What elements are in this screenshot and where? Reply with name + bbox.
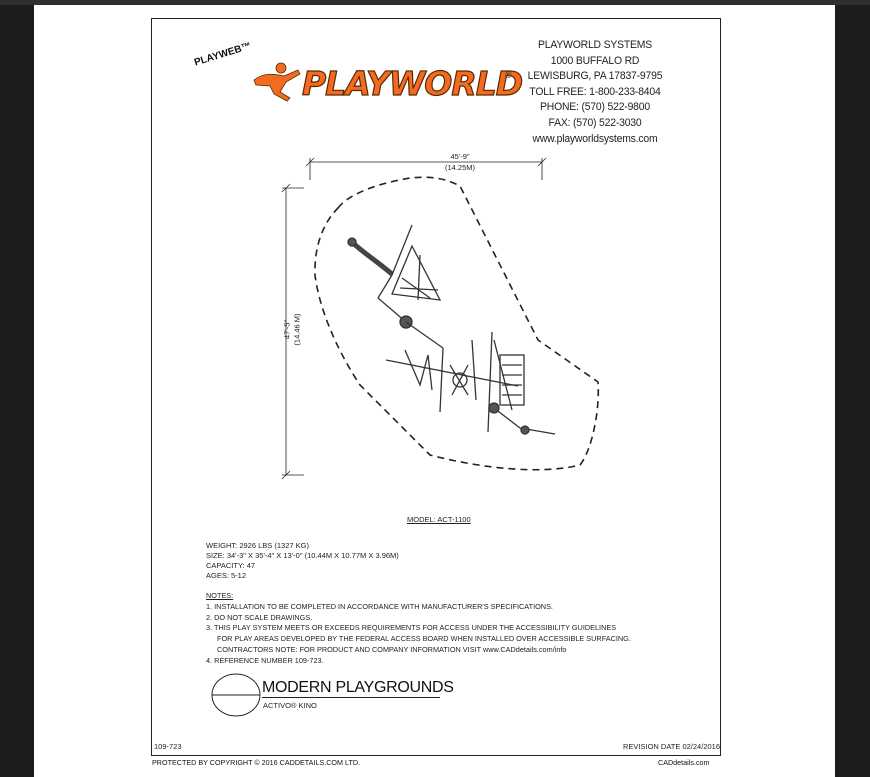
- use-zone-boundary: [314, 176, 600, 471]
- copyright-notice: PROTECTED BY COPYRIGHT © 2016 CADDETAILS…: [152, 758, 361, 767]
- notes-heading: NOTES:: [206, 591, 234, 600]
- drawing-sheet: [34, 5, 835, 777]
- width-dimension-line: [305, 157, 547, 180]
- note-4: 4. REFERENCE NUMBER 109-723.: [206, 655, 324, 665]
- note-1: 1. INSTALLATION TO BE COMPLETED IN ACCOR…: [206, 601, 553, 611]
- company-name: PLAYWORLD SYSTEMS: [538, 39, 652, 51]
- company-phone: PHONE: (570) 522-9800: [540, 101, 650, 114]
- viewer-top-bar: [0, 0, 870, 5]
- collection-underline: [262, 697, 440, 698]
- revision-date: REVISION DATE 02/24/2016: [623, 742, 720, 751]
- company-fax: FAX: (570) 522-3030: [548, 116, 642, 129]
- play-structure: [347, 224, 556, 435]
- caddetails-link[interactable]: CADdetails.com: [658, 758, 710, 767]
- height-dimension-line: [281, 183, 304, 480]
- height-dim-ft: 47'-5": [282, 319, 292, 340]
- spec-capacity: CAPACITY: 47: [206, 561, 256, 570]
- company-street: 1000 BUFFALO RD: [550, 54, 640, 67]
- site-plan-drawing: [281, 157, 600, 480]
- company-address: PLAYWORLD SYSTEMS 1000 BUFFALO RD LEWISB…: [520, 38, 670, 147]
- playworld-figure-icon: [253, 62, 301, 102]
- note-3-contractors: CONTRACTORS NOTE: FOR PRODUCT AND COMPAN…: [217, 644, 567, 654]
- collection-subtitle: ACTIVO® KINO: [263, 701, 317, 710]
- reference-number: 109-723: [154, 742, 182, 751]
- spec-weight: WEIGHT: 2926 LBS (1327 KG): [206, 541, 309, 550]
- spec-size: SIZE: 34'-3" X 35'-4" X 13'-0" (10.44M X…: [206, 551, 399, 560]
- collection-title: MODERN PLAYGROUNDS: [262, 679, 454, 696]
- company-tollfree: TOLL FREE: 1-800-233-8404: [529, 85, 661, 98]
- spec-ages: AGES: 5-12: [206, 571, 247, 580]
- registered-mark: ®: [505, 70, 512, 80]
- note-2: 2. DO NOT SCALE DRAWINGS.: [206, 612, 313, 622]
- width-dim-ft: 45'-9": [450, 152, 470, 161]
- note-3-cont: FOR PLAY AREAS DEVELOPED BY THE FEDERAL …: [217, 634, 631, 644]
- note-3: 3. THIS PLAY SYSTEM MEETS OR EXCEEDS REQ…: [206, 623, 617, 633]
- width-dim-m: (14.25M): [444, 163, 475, 172]
- company-website: www.playworldsystems.com: [532, 132, 658, 145]
- playworld-logo: PLAYWORLD: [301, 63, 523, 103]
- title-frame: [151, 18, 721, 756]
- notes-block: NOTES: 1. INSTALLATION TO BE COMPLETED I…: [206, 591, 631, 667]
- model-label: MODEL: ACT-1100: [407, 515, 471, 524]
- height-dim-m: (14.46 M): [292, 313, 302, 346]
- company-city: LEWISBURG, PA 17837-9795: [527, 70, 663, 83]
- specs-block: WEIGHT: 2926 LBS (1327 KG) SIZE: 34'-3" …: [206, 541, 399, 581]
- collection-emblem-icon: [211, 673, 261, 717]
